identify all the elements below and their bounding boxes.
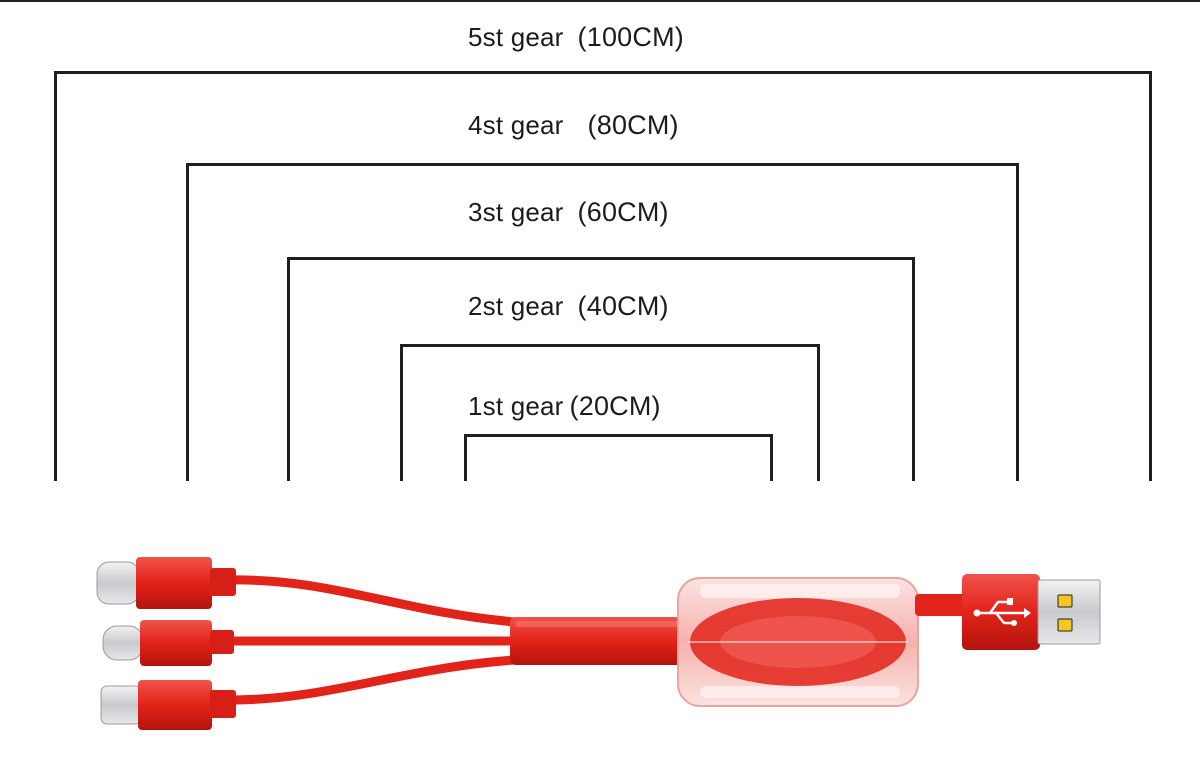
usb-c-neck-2 <box>210 630 234 654</box>
gear-1-bracket <box>464 434 773 481</box>
lightning-housing <box>138 680 212 730</box>
usb-c-housing <box>136 557 212 609</box>
gear-4-bracket <box>186 163 1019 481</box>
gear-3-name: 3st gear <box>468 197 564 227</box>
usb-c-housing-2 <box>140 620 212 666</box>
splitter-highlight <box>515 621 680 627</box>
gear-3-length: (60CM) <box>577 197 669 227</box>
gear-4-name: 4st gear <box>468 110 564 140</box>
gear-3-bracket <box>287 257 915 481</box>
gear-1-name: 1st gear <box>468 391 564 421</box>
gear-2-label: 2st gear (40CM) <box>468 291 669 322</box>
gear-2-length: (40CM) <box>577 291 669 321</box>
usb-a-wire <box>915 594 970 616</box>
usb-c-connector-top <box>96 557 236 609</box>
lightning-tip <box>100 685 142 725</box>
usb-c-tip <box>96 561 140 605</box>
gear-2-bracket <box>400 344 820 481</box>
usb-a-connector <box>962 574 1101 650</box>
retractable-reel <box>677 577 919 707</box>
gear-2-name: 2st gear <box>468 291 564 321</box>
cable-wires <box>225 575 520 705</box>
usb-c-connector-middle <box>102 620 234 666</box>
usb-a-pad-top <box>1057 594 1073 608</box>
reel-window-top <box>700 584 900 598</box>
gear-1-label: 1st gear(20CM) <box>468 391 661 422</box>
gear-3-label: 3st gear (60CM) <box>468 197 669 228</box>
reel-window-bottom <box>700 686 900 698</box>
usb-icon <box>973 598 1031 626</box>
gear-4-length: (80CM) <box>587 110 679 140</box>
gear-5-length: (100CM) <box>577 22 684 52</box>
lightning-connector <box>100 680 236 730</box>
usb-a-pad-bottom <box>1057 618 1073 632</box>
wire-bottom <box>225 655 520 705</box>
usb-c-neck <box>210 568 236 596</box>
wire-top <box>225 575 520 627</box>
gear-5-name: 5st gear <box>468 22 564 52</box>
gear-5-label: 5st gear (100CM) <box>468 22 684 53</box>
top-border <box>0 0 1200 2</box>
gear-1-length: (20CM) <box>569 391 661 421</box>
gear-5-bracket <box>54 71 1152 481</box>
usb-c-tip-2 <box>102 625 144 661</box>
gear-4-label: 4st gear (80CM) <box>468 110 679 141</box>
usb-a-plug <box>1037 579 1101 645</box>
splitter-sleeve <box>510 617 685 665</box>
lightning-neck <box>210 690 236 718</box>
retractable-cable-image <box>96 557 1101 730</box>
